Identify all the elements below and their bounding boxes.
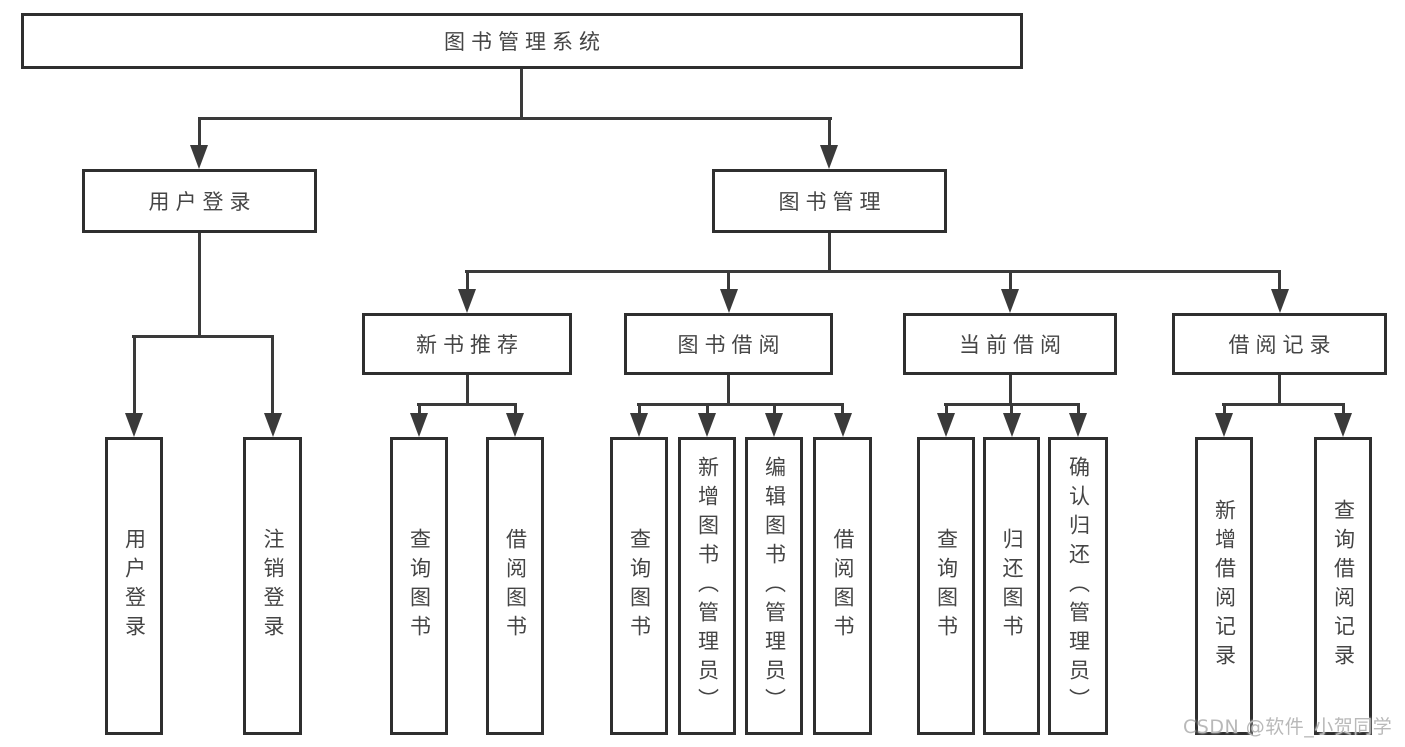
node-book-borrowing: 图书借阅: [624, 313, 833, 375]
arrow-down-icon: [1271, 289, 1289, 313]
leaf-borrow-books: 借阅图书: [813, 437, 872, 735]
arrow-down-icon: [820, 145, 838, 169]
node-user-login-branch: 用户登录: [82, 169, 317, 233]
node-library-system-root: 图书管理系统: [21, 13, 1023, 69]
node-book-management-branch: 图书管理: [712, 169, 947, 233]
arrow-down-icon: [630, 413, 648, 437]
node-current-borrowing: 当前借阅: [903, 313, 1117, 375]
connector-line: [271, 335, 274, 415]
connector-line: [841, 403, 844, 415]
connector-line: [727, 375, 730, 405]
connector-line: [727, 270, 730, 291]
arrow-down-icon: [410, 413, 428, 437]
connector-line: [1278, 375, 1281, 405]
leaf-query-books-current: 查询图书: [917, 437, 975, 735]
node-borrowing-records: 借阅记录: [1172, 313, 1387, 375]
arrow-down-icon: [834, 413, 852, 437]
leaf-query-books-borrow: 查询图书: [610, 437, 668, 735]
connector-line: [418, 403, 421, 415]
connector-line: [417, 403, 517, 406]
arrow-down-icon: [190, 145, 208, 169]
connector-line: [773, 403, 776, 415]
arrow-down-icon: [1003, 413, 1021, 437]
connector-line: [1278, 270, 1281, 291]
connector-line: [1009, 375, 1012, 405]
arrow-down-icon: [1334, 413, 1352, 437]
leaf-edit-books-admin: 编辑图书（管理员）: [745, 437, 803, 735]
connector-line: [514, 403, 517, 415]
connector-line: [1010, 403, 1013, 415]
arrow-down-icon: [125, 413, 143, 437]
leaf-confirm-return-admin: 确认归还（管理员）: [1048, 437, 1108, 735]
connector-line: [638, 403, 641, 415]
connector-line: [1223, 403, 1226, 415]
arrow-down-icon: [506, 413, 524, 437]
arrow-down-icon: [458, 289, 476, 313]
leaf-add-books-admin: 新增图书（管理员）: [678, 437, 736, 735]
connector-line: [466, 270, 469, 291]
connector-line: [198, 117, 832, 120]
connector-line: [637, 403, 844, 406]
connector-line: [198, 233, 201, 337]
arrow-down-icon: [1215, 413, 1233, 437]
connector-line: [1077, 403, 1080, 415]
arrow-down-icon: [264, 413, 282, 437]
connector-line: [520, 69, 523, 120]
arrow-down-icon: [937, 413, 955, 437]
leaf-add-borrow-record: 新增借阅记录: [1195, 437, 1253, 735]
arrow-down-icon: [720, 289, 738, 313]
leaf-logout: 注销登录: [243, 437, 302, 735]
connector-line: [828, 117, 831, 147]
connector-line: [1009, 270, 1012, 291]
connector-line: [133, 335, 136, 415]
connector-line: [1342, 403, 1345, 415]
connector-line: [132, 335, 274, 338]
leaf-return-books: 归还图书: [983, 437, 1040, 735]
arrow-down-icon: [1069, 413, 1087, 437]
node-new-book-recommend: 新书推荐: [362, 313, 572, 375]
leaf-query-borrow-record: 查询借阅记录: [1314, 437, 1372, 735]
connector-line: [945, 403, 948, 415]
arrow-down-icon: [1001, 289, 1019, 313]
connector-line: [828, 233, 831, 272]
watermark-text: CSDN @软件_小贺同学: [1183, 716, 1393, 738]
leaf-borrow-books-newbook: 借阅图书: [486, 437, 544, 735]
leaf-user-login: 用户登录: [105, 437, 163, 735]
connector-line: [465, 270, 1281, 273]
leaf-query-books-newbook: 查询图书: [390, 437, 448, 735]
connector-line: [706, 403, 709, 415]
arrow-down-icon: [698, 413, 716, 437]
connector-line: [198, 117, 201, 147]
connector-line: [466, 375, 469, 405]
connector-line: [1222, 403, 1345, 406]
arrow-down-icon: [765, 413, 783, 437]
